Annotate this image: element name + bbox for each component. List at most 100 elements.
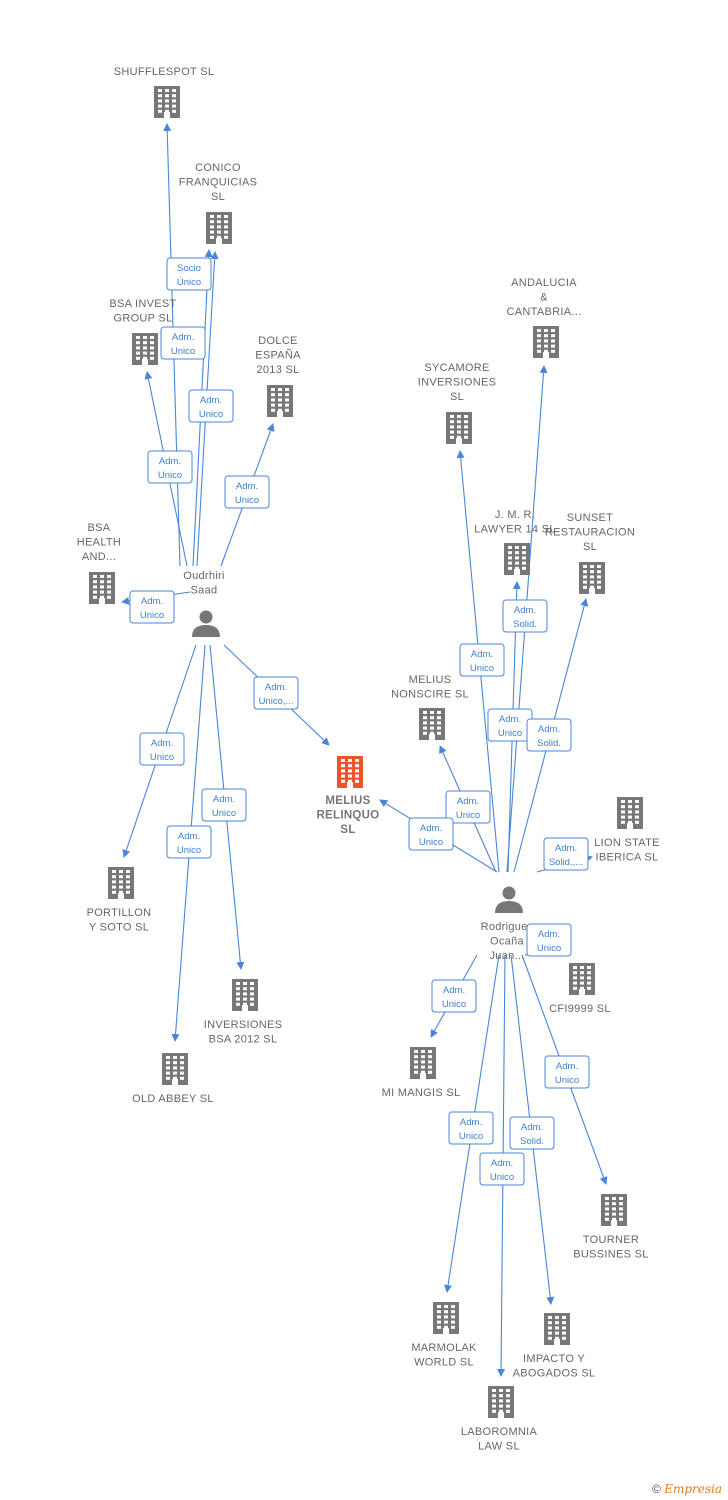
edge-label-oudrhiri-dolce[interactable]: Adm.Unico (224, 475, 270, 509)
edge-label-box[interactable] (448, 1111, 494, 1145)
building-icon[interactable] (419, 708, 445, 740)
edge-label-box[interactable] (502, 599, 548, 633)
node-cfi9999[interactable]: CFI9999 SL (549, 963, 611, 1015)
building-icon[interactable] (569, 963, 595, 995)
edge-label-oudrhiri-conico[interactable]: Adm.Unico (188, 389, 234, 423)
edge-label-box[interactable] (147, 450, 193, 484)
edge-label-box[interactable] (544, 1055, 590, 1089)
edge-label-box[interactable] (526, 718, 572, 752)
building-icon[interactable] (601, 1194, 627, 1226)
node-label: ESPAÑA (255, 349, 301, 362)
edge-label-box[interactable] (479, 1152, 525, 1186)
building-icon[interactable] (108, 867, 134, 899)
edge-label-rodriguez-marmolak[interactable]: Adm.Unico (448, 1111, 494, 1145)
node-label: Rodriguez (481, 921, 534, 933)
edge-label-rodriguez-lion_state[interactable]: Adm.Solid.,... (543, 837, 589, 871)
edge-label-rodriguez-cfi9999[interactable]: Adm.Unico (526, 923, 572, 957)
edge-label-oudrhiri-old_abbey[interactable]: Adm.Unico (201, 788, 247, 822)
edge-label-rodriguez-impacto[interactable]: Adm.Solid. (509, 1116, 555, 1150)
node-label: DOLCE (258, 335, 297, 347)
edge-label-oudrhiri-bsa_invest[interactable]: Adm.Unico (147, 450, 193, 484)
edge-label-box[interactable] (139, 732, 185, 766)
building-icon[interactable] (410, 1047, 436, 1079)
building-icon[interactable] (267, 385, 293, 417)
brand-logo[interactable]: Empresia (664, 1482, 722, 1496)
building-icon[interactable] (579, 562, 605, 594)
edge-label-rodriguez-tourner[interactable]: Adm.Unico (544, 1055, 590, 1089)
edge-label-box[interactable] (408, 817, 454, 851)
node-andalucia[interactable]: ANDALUCIA&CANTABRIA... (507, 277, 582, 358)
node-shufflespot[interactable]: SHUFFLESPOT SL (114, 66, 215, 118)
edge-label-box[interactable] (543, 837, 589, 871)
edge-label-box[interactable] (160, 326, 206, 360)
building-icon[interactable] (488, 1386, 514, 1418)
edge-label-oudrhiri-portillon[interactable]: Adm.Unico (139, 732, 185, 766)
edge-label-box[interactable] (509, 1116, 555, 1150)
edge-label-box[interactable] (201, 788, 247, 822)
edge-label-box[interactable] (224, 475, 270, 509)
edge-label-rodriguez-andalucia[interactable]: Adm.Unico (487, 708, 533, 742)
edge-label-oudrhiri-conico[interactable]: Adm.Unico (160, 326, 206, 360)
node-mi_mangis[interactable]: MI MANGIS SL (382, 1047, 461, 1099)
edge-label-box[interactable] (253, 676, 299, 710)
building-icon[interactable] (337, 756, 363, 788)
edge-label-rodriguez-melius_relinquo[interactable]: Adm.Unico (408, 817, 454, 851)
edge-label-rodriguez-sycamore[interactable]: Adm.Unico (459, 643, 505, 677)
edge-label-box[interactable] (431, 979, 477, 1013)
edge-label-oudrhiri-bsa_health[interactable]: Adm.Unico (129, 590, 175, 624)
edge-label-box[interactable] (188, 389, 234, 423)
edge-label-text: Adm. (236, 481, 258, 492)
building-icon[interactable] (544, 1313, 570, 1345)
person-icon[interactable] (192, 610, 220, 638)
building-icon[interactable] (504, 543, 530, 575)
edge-label-box[interactable] (459, 643, 505, 677)
building-icon[interactable] (132, 333, 158, 365)
edge-label-rodriguez-melius_nonscire[interactable]: Adm.Unico (445, 790, 491, 824)
edge-label-box[interactable] (129, 590, 175, 624)
building-icon[interactable] (206, 212, 232, 244)
edge-label-box[interactable] (526, 923, 572, 957)
node-rodriguez[interactable]: RodriguezOcañaJuan... (481, 886, 534, 963)
edge-label-text: Unico (537, 943, 561, 954)
edge-label-box[interactable] (445, 790, 491, 824)
edge-label-rodriguez-sunset[interactable]: Adm.Solid. (526, 718, 572, 752)
edge-label-box[interactable] (166, 257, 212, 291)
building-icon[interactable] (617, 797, 643, 829)
edge-label-rodriguez-laboromnia[interactable]: Adm.Unico (479, 1152, 525, 1186)
node-label: SL (211, 191, 225, 203)
building-icon[interactable] (154, 86, 180, 118)
edge-label-rodriguez-mi_mangis[interactable]: Adm.Unico (431, 979, 477, 1013)
building-icon[interactable] (533, 326, 559, 358)
building-icon[interactable] (232, 979, 258, 1011)
edge-label-text: Adm. (521, 1122, 543, 1133)
node-label: INVERSIONES (204, 1019, 283, 1031)
node-jmr[interactable]: J. M. R.LAWYER 14 SL (474, 509, 555, 575)
building-icon[interactable] (162, 1053, 188, 1085)
edge-label-rodriguez-jmr[interactable]: Adm.Solid. (502, 599, 548, 633)
node-old_abbey[interactable]: OLD ABBEY SL (132, 1053, 214, 1105)
building-icon[interactable] (89, 572, 115, 604)
building-icon[interactable] (433, 1302, 459, 1334)
node-bsa_health[interactable]: BSAHEALTHAND... (77, 522, 121, 604)
edge-label-oudrhiri-inversiones_bsa[interactable]: Adm.Unico (166, 825, 212, 859)
edge-label-oudrhiri-melius_relinquo[interactable]: Adm.Unico,... (253, 676, 299, 710)
building-icon[interactable] (446, 412, 472, 444)
person-icon[interactable] (495, 886, 523, 914)
edge-label-box[interactable] (166, 825, 212, 859)
